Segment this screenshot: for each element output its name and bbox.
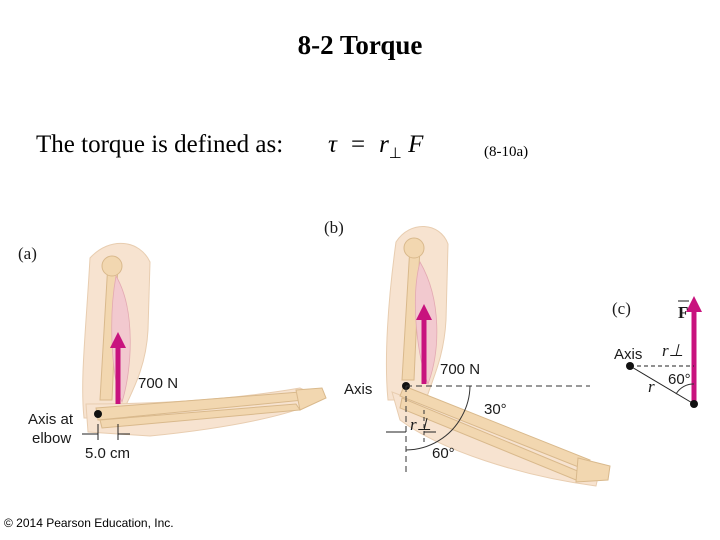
- axis-label-a-line1: Axis at: [28, 411, 74, 428]
- angle-arc-60-b: [405, 415, 463, 451]
- hand-b: [575, 457, 611, 483]
- force-point-c: [690, 400, 698, 408]
- angle-arc-c: [675, 383, 695, 395]
- r-label-c: r: [648, 377, 655, 396]
- equation-f: F: [408, 131, 424, 158]
- slide-title: 8-2 Torque: [297, 30, 423, 60]
- r-line-c: [629, 365, 695, 405]
- shoulder-joint-a: [101, 255, 123, 277]
- copyright-notice: © 2014 Pearson Education, Inc.: [4, 516, 174, 530]
- distance-label-a: 5.0 cm: [85, 445, 130, 462]
- axis-label-a-line2: elbow: [32, 430, 71, 447]
- angle1-label-b: 30°: [484, 401, 507, 418]
- panel-label-c: (c): [612, 299, 631, 318]
- equation-tau: τ: [328, 131, 337, 158]
- axis-dot-a: [94, 410, 102, 418]
- panel-label-a: (a): [18, 244, 37, 263]
- axis-dot-c: [626, 362, 634, 370]
- figure-c: (c) F Axis r⊥ r 60°: [612, 295, 703, 408]
- r-perp-label-b: r⊥: [410, 415, 431, 434]
- axis-label-c: Axis: [614, 346, 642, 363]
- angle2-label-b: 60°: [432, 445, 455, 462]
- force-label-b: 700 N: [440, 361, 480, 378]
- figure-b: (b) 700 N Axis r⊥ 30° 60°: [324, 218, 611, 487]
- equation-equals: =: [350, 131, 366, 158]
- axis-label-b: Axis: [344, 381, 372, 398]
- hand-a: [295, 387, 327, 411]
- definition-text: The torque is defined as:: [36, 131, 284, 158]
- force-label-c: F: [678, 303, 688, 322]
- force-label-a: 700 N: [138, 375, 178, 392]
- equation-r-sub: ⊥: [388, 146, 402, 162]
- equation-r: r: [379, 131, 389, 158]
- shoulder-joint-b: [403, 237, 425, 259]
- figure-a: (a) 700 N Axis at elbow 5.0 cm: [18, 243, 327, 462]
- r-perp-label-c: r⊥: [662, 341, 683, 360]
- torque-equation: τ = r⊥ F: [328, 131, 423, 163]
- panel-label-b: (b): [324, 218, 344, 237]
- angle-label-c: 60°: [668, 371, 691, 388]
- angle-arc-30-b: [461, 385, 471, 417]
- equation-number: (8-10a): [484, 144, 529, 160]
